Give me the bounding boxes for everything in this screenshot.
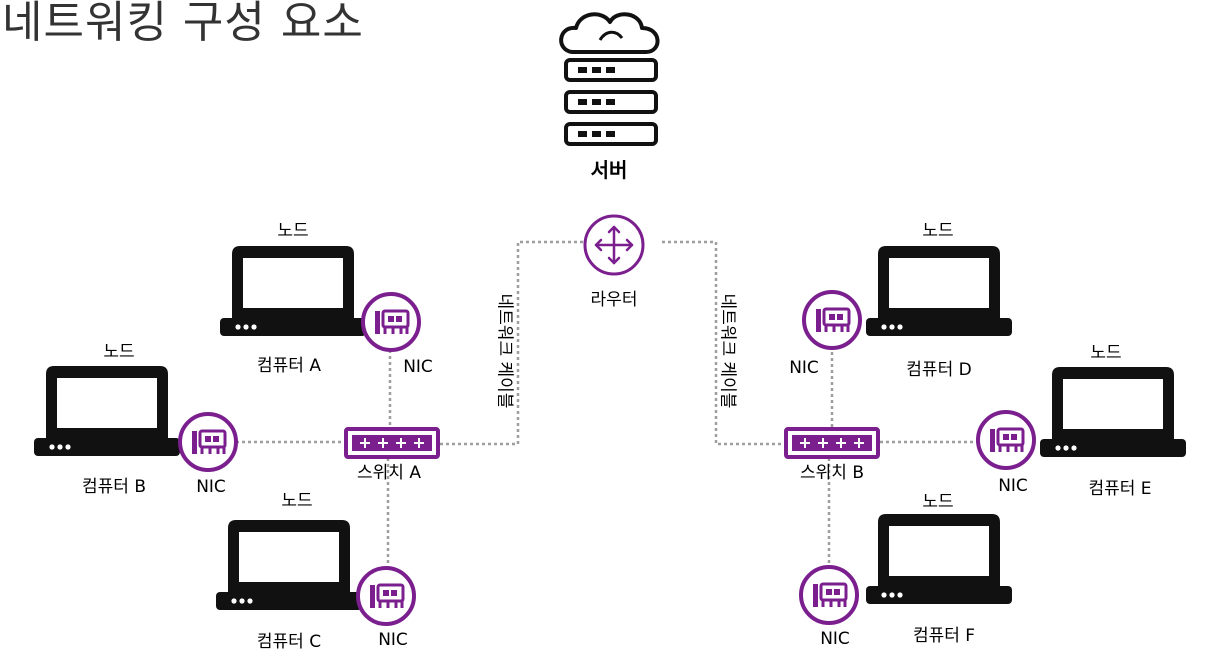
laptop-d-icon xyxy=(866,246,1012,336)
computer-label-e: 컴퓨터 E xyxy=(1088,479,1152,499)
laptop-e-icon xyxy=(1040,367,1186,457)
nic-c-icon xyxy=(356,566,416,626)
laptop-a-icon xyxy=(220,246,366,336)
switch-a-icon xyxy=(344,427,440,459)
network-links xyxy=(236,240,978,568)
node-label-e: 노드 xyxy=(1090,343,1122,363)
nic-label-a: NIC xyxy=(403,357,433,377)
nic-label-d: NIC xyxy=(789,358,819,378)
computer-label-d: 컴퓨터 D xyxy=(906,360,972,380)
node-label-d: 노드 xyxy=(922,221,954,241)
nic-label-c: NIC xyxy=(378,630,408,650)
laptop-b-icon xyxy=(34,366,180,456)
switch-label-a: 스위치 A xyxy=(357,463,421,483)
nic-d-icon xyxy=(802,290,862,350)
nic-label-f: NIC xyxy=(820,629,850,649)
link-cable-left xyxy=(440,240,584,446)
node-label-f: 노드 xyxy=(922,492,954,512)
nic-f-icon xyxy=(799,565,859,625)
router-icon xyxy=(583,214,645,276)
laptop-f-icon xyxy=(866,514,1012,604)
node-label-c: 노드 xyxy=(281,491,313,511)
server-icon xyxy=(559,12,660,146)
computer-label-b: 컴퓨터 B xyxy=(82,477,146,497)
node-label-b: 노드 xyxy=(103,342,135,362)
computer-label-f: 컴퓨터 F xyxy=(912,626,976,646)
page-title: 네트워킹 구성 요소 xyxy=(2,0,364,48)
cable-label-right: 네트워크 케이블 xyxy=(717,293,738,409)
cable-label-left: 네트워크 케이블 xyxy=(494,293,515,409)
server-label: 서버 xyxy=(590,158,628,182)
switch-label-b: 스위치 B xyxy=(800,463,864,483)
switch-b-icon xyxy=(784,427,880,459)
router-label: 라우터 xyxy=(590,290,638,310)
nic-label-b: NIC xyxy=(196,477,226,497)
nic-a-icon xyxy=(361,292,421,352)
nic-e-icon xyxy=(976,410,1036,470)
computer-label-c: 컴퓨터 C xyxy=(256,632,322,652)
computer-label-a: 컴퓨터 A xyxy=(257,356,321,376)
laptop-c-icon xyxy=(216,520,362,610)
node-label-a: 노드 xyxy=(277,221,309,241)
link-cable-right xyxy=(662,240,786,446)
nic-label-e: NIC xyxy=(998,476,1028,496)
nic-b-icon xyxy=(178,412,238,472)
